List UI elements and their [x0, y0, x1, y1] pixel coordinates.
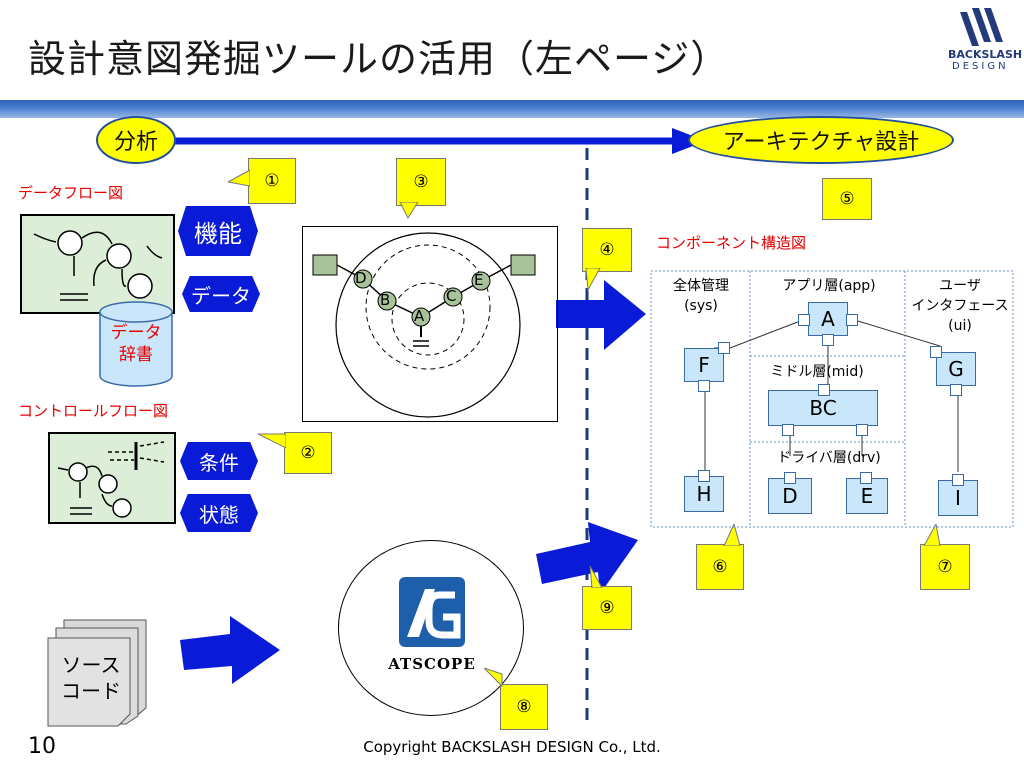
column-app-label: アプリ層(app): [782, 278, 876, 294]
concentric-analysis-graphic: [312, 232, 536, 418]
copyright: Copyright BACKSLASH DESIGN Co., Ltd.: [363, 738, 661, 756]
port: [782, 424, 794, 436]
tag-condition: 条件: [180, 442, 258, 480]
callout-5: ⑤: [822, 178, 872, 220]
component-e: E: [846, 478, 888, 514]
column-ui-label: ユーザ インタフェース (ui): [911, 278, 1009, 334]
layer-mid-label: ミドル層(mid): [770, 364, 864, 380]
port: [718, 342, 730, 354]
callout-9-pointer: [589, 566, 603, 588]
callout-3-pointer: [399, 202, 419, 220]
phase-analysis: 分析: [96, 116, 176, 164]
port: [784, 472, 796, 484]
timeline-arrow: [150, 128, 706, 154]
atscope-name: ATSCOPE: [388, 655, 476, 673]
callout-1-pointer: [228, 169, 250, 187]
node-e-label: E: [474, 271, 484, 289]
port: [950, 384, 962, 396]
controlflow-diagram-graphic: [57, 441, 165, 518]
component-g: G: [936, 352, 976, 386]
source-code-label: ソース コード: [61, 653, 121, 703]
logo-text-backslash: BACKSLASH: [948, 48, 1023, 61]
controlflow-diagram-title: コントロールフロー図: [18, 402, 169, 420]
port: [856, 424, 868, 436]
callout-7-pointer: [923, 524, 941, 546]
arrow-analysis-to-design: [556, 280, 646, 350]
callout-1: ①: [248, 158, 296, 204]
port: [930, 346, 942, 358]
source-code-documents-icon: [47, 619, 147, 727]
callout-4: ④: [582, 228, 632, 272]
callout-6-pointer: [723, 524, 741, 546]
title-underline-bar: [0, 100, 1024, 118]
phase-architecture-design: アーキテクチャ設計: [688, 116, 954, 164]
component-i: I: [938, 480, 978, 516]
port: [952, 474, 964, 486]
controlflow-diagram: [48, 432, 176, 524]
page-number: 10: [28, 734, 56, 759]
port: [846, 314, 858, 326]
port: [698, 380, 710, 392]
atscope-tool: ATSCOPE: [338, 540, 524, 716]
tag-function: 機能: [178, 206, 258, 256]
column-sys-label: 全体管理 (sys): [673, 278, 729, 314]
atscope-logo-icon: [399, 577, 465, 647]
logo-text-design: DESIGN: [952, 61, 1009, 72]
callout-8: ⑧: [500, 684, 548, 730]
dataflow-diagram-title: データフロー図: [18, 184, 124, 202]
port: [798, 314, 810, 326]
node-b-label: B: [380, 291, 391, 309]
phase-divider: [585, 148, 589, 728]
component-a: A: [808, 302, 848, 336]
data-dictionary-label: データ 辞書: [110, 323, 162, 365]
dataflow-diagram: [20, 214, 175, 314]
dataflow-diagram-graphic: [33, 230, 163, 301]
callout-9: ⑨: [582, 586, 632, 630]
port: [818, 384, 830, 396]
callout-8-pointer: [484, 668, 503, 688]
port: [860, 472, 872, 484]
node-d-label: D: [355, 269, 367, 287]
port: [822, 334, 834, 346]
concentric-analysis-panel: D E B C A: [302, 226, 558, 422]
callout-7: ⑦: [920, 544, 970, 590]
node-c-label: C: [446, 287, 457, 305]
tag-data: データ: [182, 276, 260, 312]
data-dictionary-cylinder: [99, 301, 173, 387]
arrow-source-to-tool: [180, 616, 280, 684]
port: [698, 470, 710, 482]
node-a-label: A: [414, 307, 425, 325]
callout-3: ③: [396, 158, 446, 206]
tag-state: 状態: [180, 494, 258, 532]
page-title: 設計意図発掘ツールの活用（左ページ）: [28, 37, 730, 81]
layer-drv-label: ドライバ層(drv): [777, 450, 881, 466]
callout-4-pointer: [585, 268, 601, 292]
arrow-tool-to-design: [536, 522, 638, 594]
component-bc: BC: [768, 390, 878, 426]
component-diagram-title: コンポーネント構造図: [656, 234, 807, 252]
callout-2-pointer: [258, 433, 286, 449]
callout-2: ②: [284, 432, 332, 474]
component-diagram-frame: [650, 270, 1014, 528]
backslash-logo-icon: [960, 8, 1003, 46]
component-h: H: [684, 476, 724, 512]
callout-6: ⑥: [696, 544, 744, 590]
